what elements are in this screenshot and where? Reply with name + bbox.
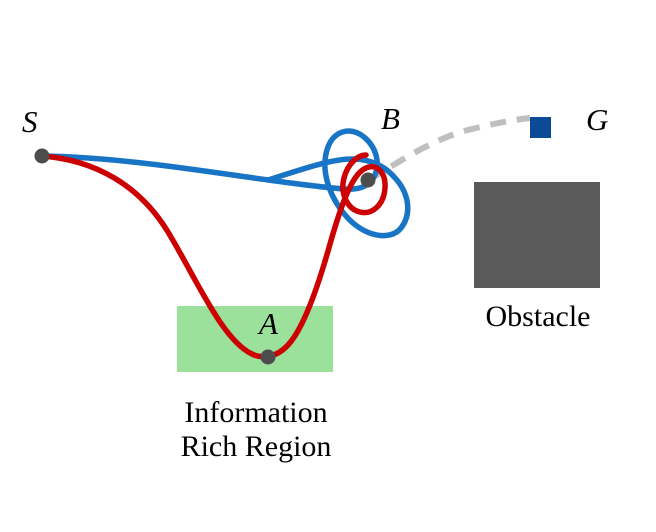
obstacle-label: Obstacle xyxy=(485,300,591,333)
waypoint-b-label: B xyxy=(381,101,400,136)
information-rich-region-rect xyxy=(177,306,333,372)
red-trajectory-path xyxy=(39,152,388,360)
goal-label: G xyxy=(586,102,609,137)
information-rich-region-label: Information Rich Region xyxy=(163,396,349,463)
dashed-connector-path xyxy=(366,115,531,183)
blue-trajectory-path xyxy=(39,128,411,239)
waypoint-a-node-dot xyxy=(260,349,276,365)
start-label: S xyxy=(22,104,38,139)
waypoint-a-label: A xyxy=(259,306,278,341)
region-label-line-1: Information xyxy=(184,396,328,429)
goal-marker-square xyxy=(530,117,551,138)
region-label-line-2: Rich Region xyxy=(180,429,332,463)
waypoint-b-node-dot xyxy=(360,172,376,188)
start-node-dot xyxy=(34,148,50,164)
obstacle-rect xyxy=(474,182,600,288)
